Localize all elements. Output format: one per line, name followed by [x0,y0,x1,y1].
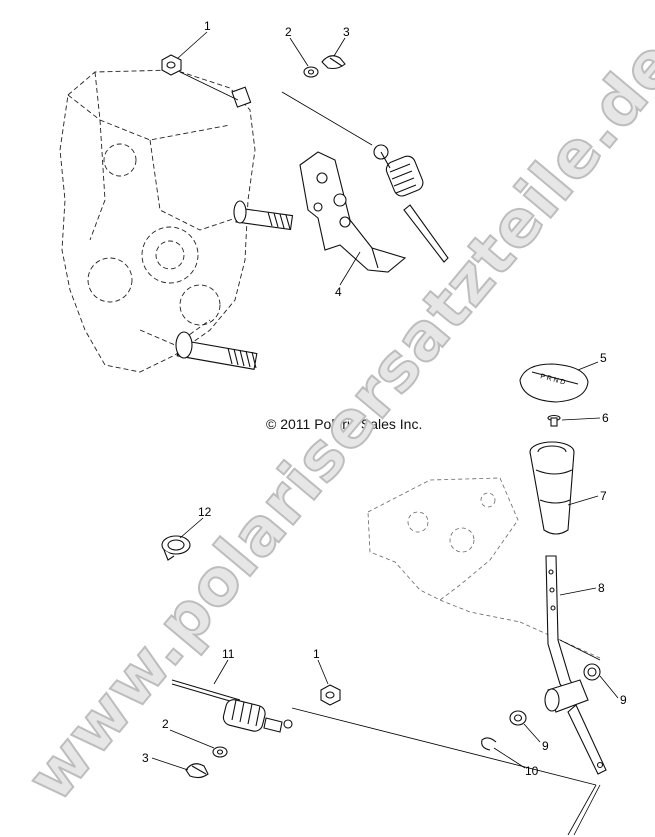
callout-8: 8 [598,581,605,595]
callout-1-bottom: 1 [313,647,320,661]
shift-cable-top [373,144,449,263]
clip-part-10 [481,737,497,751]
shift-cable-part-11 [171,679,293,733]
transmission [59,69,294,373]
callout-7: 7 [600,489,607,503]
callout-3-bottom: 3 [142,751,149,765]
bushing-part-9-lower [509,710,527,726]
callout-12: 12 [198,505,212,519]
clip-part-3-bottom [185,763,209,779]
callout-11: 11 [222,647,235,661]
clip-part-3-top [321,55,346,70]
callout-10: 10 [525,764,539,778]
nut-part-1-bottom [320,684,341,706]
callout-9-lower: 9 [542,739,549,753]
bushing-part-9-right [583,663,601,681]
washer-part-2-bottom [212,746,228,758]
shift-lever-part-8 [544,555,607,775]
clamp-part-12 [161,535,191,561]
callout-2-bottom: 2 [162,717,169,731]
callout-2-top: 2 [285,25,292,39]
shift-boot-part-7 [529,441,575,535]
callout-9-right: 9 [620,693,627,707]
bracket-part-4 [299,151,407,273]
leader-lines [151,31,619,836]
knob-cap-part-5: P R N D [519,363,589,403]
callout-4: 4 [335,285,342,299]
screw-part-6 [547,414,561,427]
washer-part-2-top [303,66,319,78]
callout-5: 5 [600,351,607,365]
callout-6: 6 [602,411,609,425]
nut-part-1-top [161,54,182,76]
callout-numbers: 1 2 3 4 5 6 7 8 9 9 10 11 12 1 2 3 [142,19,627,778]
callout-3-top: 3 [343,25,350,39]
copyright-text: © 2011 Polaris Sales Inc. [266,416,422,432]
callout-1-top: 1 [204,19,211,33]
